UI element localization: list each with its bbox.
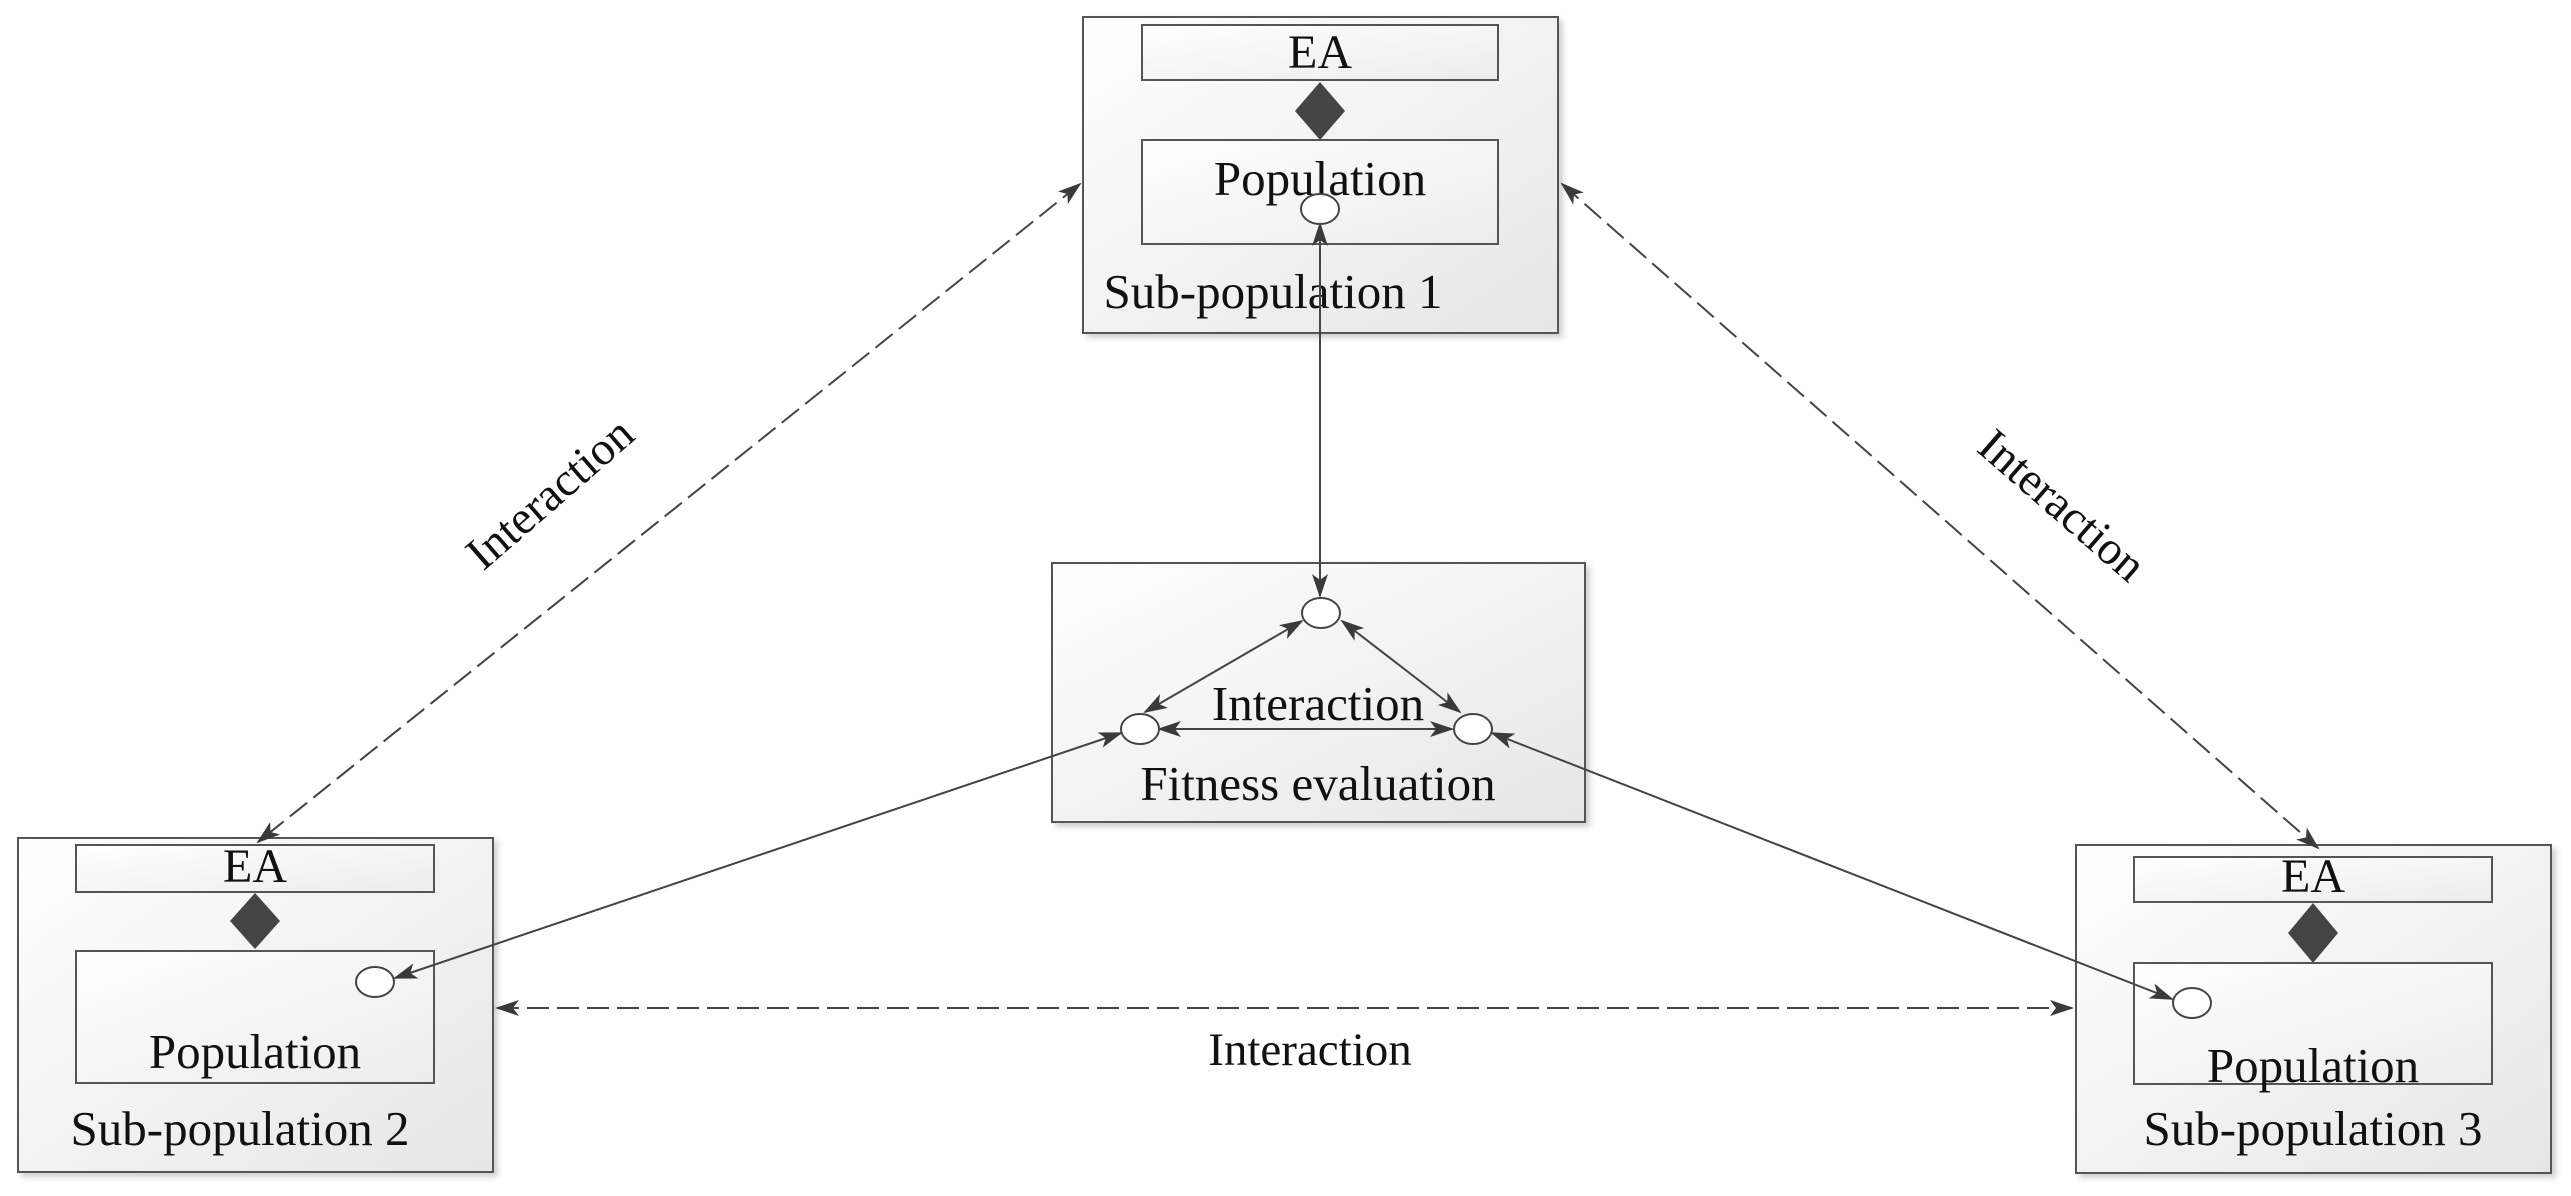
- subpopulation-3-ea-box: [2133, 856, 2493, 903]
- fitness-link-top-right: [1340, 619, 1462, 714]
- connector-subpop3-fitness: [1490, 732, 2174, 1000]
- fitness-interaction-label: Interaction: [1212, 676, 1424, 731]
- connector-subpop2-fitness: [393, 732, 1123, 979]
- subpopulation-1-ea-box: [1141, 24, 1499, 81]
- subpopulation-2-ea-label: EA: [223, 840, 287, 893]
- fitness-port-right: [1453, 713, 1493, 745]
- subpopulation-3-aggregation-diamond: [2288, 903, 2338, 963]
- subpopulation-2-port: [355, 966, 395, 998]
- subpopulation-1: EA Population Sub-population 1: [1082, 16, 1559, 334]
- subpopulation-3-population-box: [2133, 962, 2493, 1085]
- subpopulation-3-ea-label: EA: [2281, 850, 2345, 903]
- fitness-link-top-left: [1143, 619, 1304, 714]
- subpopulation-2-ea-box: [75, 844, 435, 893]
- subpopulation-1-port: [1300, 193, 1340, 225]
- subpopulation-2: EA Population Sub-population 2: [17, 837, 494, 1173]
- interaction-link-subpop1-subpop2: [256, 182, 1082, 844]
- subpopulation-1-title: Sub-population 1: [1104, 264, 1443, 319]
- interaction-label-bottom: Interaction: [1208, 1024, 1412, 1076]
- fitness-port-top: [1301, 597, 1341, 629]
- subpopulation-3-population-label: Population: [2207, 1038, 2419, 1093]
- subpopulation-3-port: [2172, 987, 2212, 1019]
- fitness-evaluation: Interaction Fitness evaluation: [1051, 562, 1586, 823]
- subpopulation-1-aggregation-diamond: [1295, 82, 1345, 140]
- interaction-label-left: Interaction: [456, 407, 644, 580]
- subpopulation-3: EA Population Sub-population 3: [2075, 844, 2552, 1174]
- subpopulation-1-ea-label: EA: [1288, 26, 1352, 79]
- subpopulation-2-population-label: Population: [149, 1024, 361, 1079]
- interaction-link-subpop1-subpop3: [1560, 182, 2320, 850]
- subpopulation-2-aggregation-diamond: [230, 893, 280, 949]
- fitness-evaluation-title: Fitness evaluation: [1140, 756, 1495, 811]
- fitness-port-left: [1120, 713, 1160, 745]
- subpopulation-3-title: Sub-population 3: [2144, 1101, 2483, 1156]
- subpopulation-2-title: Sub-population 2: [71, 1101, 410, 1156]
